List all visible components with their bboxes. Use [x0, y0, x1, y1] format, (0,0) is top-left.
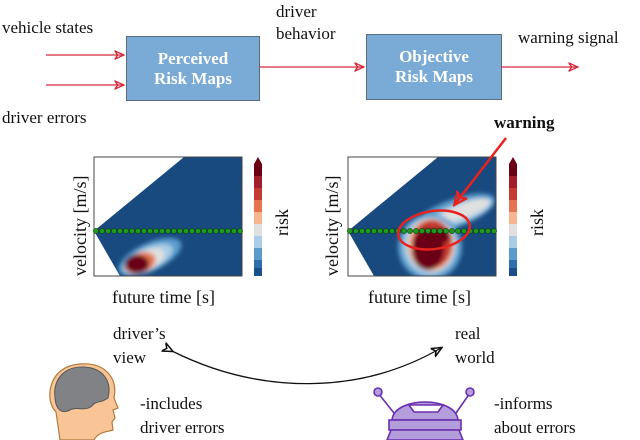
plot1-trajectory — [93, 228, 243, 234]
box1-line1: Perceived — [157, 48, 229, 68]
box2-line1: Objective — [399, 47, 469, 66]
informs-note-line1: -informs — [494, 394, 553, 413]
warning-arrow — [455, 137, 507, 204]
flow-arrows — [46, 55, 578, 85]
driver-behavior-line2: behavior — [276, 24, 336, 43]
warning-label: warning — [494, 113, 555, 132]
drivers-view-line2: view — [113, 348, 147, 367]
objective-risk-maps-box: Objective Risk Maps — [366, 34, 502, 100]
warning-highlight-ellipse — [397, 209, 471, 251]
robot-icon — [373, 387, 475, 440]
perceived-risk-maps-box: Perceived Risk Maps — [126, 36, 260, 101]
plot1-colorbar — [254, 157, 262, 276]
plot2-xlabel: future time [s] — [368, 287, 471, 307]
driver-behavior-line1: driver — [276, 2, 317, 21]
human-head-icon — [49, 363, 119, 440]
plot1-frame — [93, 156, 243, 277]
perceived-risk-heatmap — [94, 157, 242, 276]
drivers-view-line1: driver’s — [113, 324, 166, 343]
box2-line2: Risk Maps — [395, 67, 473, 86]
output-warning-signal: warning signal — [518, 28, 619, 47]
input-driver-errors: driver errors — [2, 108, 87, 127]
includes-note-line2: driver errors — [140, 418, 225, 437]
includes-note-line1: -includes — [140, 394, 203, 413]
real-world-line1: real — [455, 324, 481, 343]
plot2-colorbar — [509, 157, 517, 276]
box1-line2: Risk Maps — [154, 68, 232, 88]
input-vehicle-states: vehicle states — [2, 18, 94, 37]
plot2-trajectory — [347, 228, 497, 234]
plot1-xlabel: future time [s] — [112, 287, 215, 307]
informs-note-line2: about errors — [494, 418, 576, 437]
real-world-line2: world — [455, 348, 495, 367]
view-comparison-arrow — [172, 348, 441, 385]
plot2-frame — [347, 156, 497, 277]
